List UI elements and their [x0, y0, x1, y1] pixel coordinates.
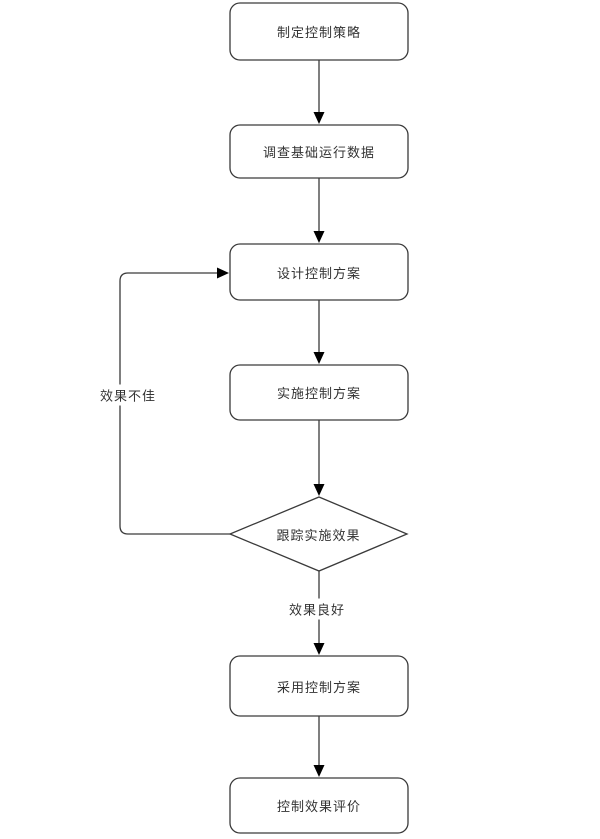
edge-label-poor-effect: 效果不佳	[96, 384, 160, 406]
arrowhead-implement	[313, 352, 325, 364]
arrowhead-design	[313, 231, 325, 243]
arrowhead-adopt	[313, 643, 325, 655]
node-shape-evaluate-effect	[229, 777, 409, 834]
node-shape-adopt-plan	[229, 655, 409, 717]
arrowhead-design-loop	[217, 267, 229, 279]
node-shape-implement-plan	[229, 364, 409, 421]
node-shape-survey-data	[229, 124, 409, 179]
arrowhead-survey	[313, 112, 325, 124]
arrowhead-track	[313, 484, 325, 496]
edge-label-good-effect: 效果良好	[285, 598, 349, 620]
node-shape-develop-strategy	[229, 2, 409, 61]
node-shape-track-effect-diamond	[228, 496, 409, 572]
node-shape-design-plan	[229, 243, 409, 301]
arrowhead-evaluate	[313, 765, 325, 777]
